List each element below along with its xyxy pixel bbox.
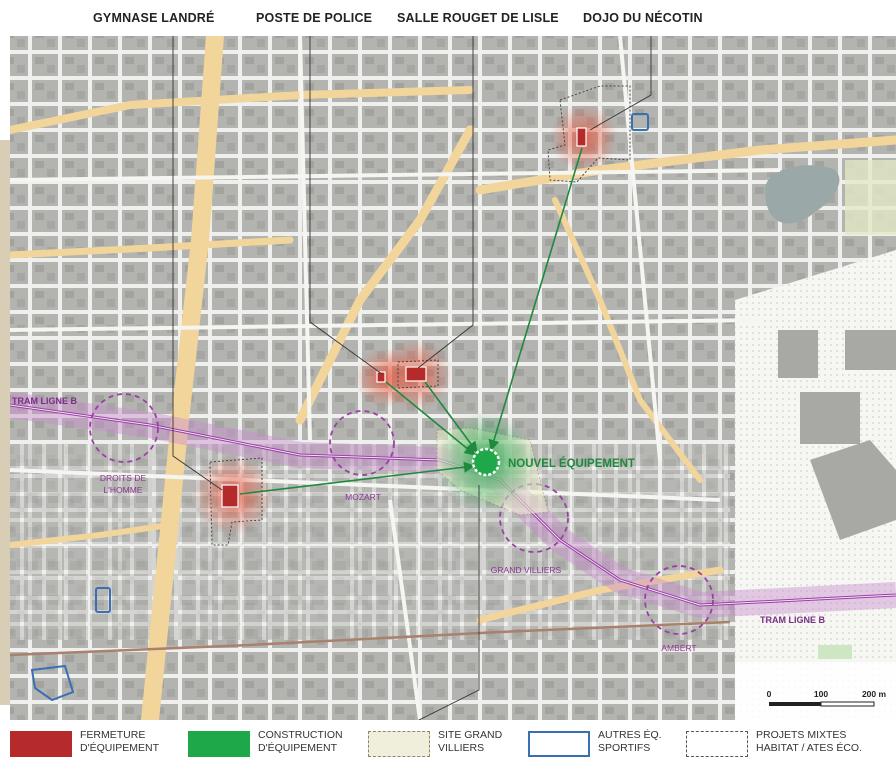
legend-swatch-closure (10, 731, 72, 757)
mixed-projects (209, 85, 631, 546)
station-label-grand-villiers: GRAND VILLIERS (491, 565, 562, 575)
leader-dojo-du-necotin (589, 36, 652, 131)
street-5 (10, 468, 721, 502)
leader-grand-villiers (417, 485, 480, 720)
scale-tick-100: 100 (814, 689, 828, 699)
relocation-arrows (239, 147, 583, 495)
park-area (845, 160, 896, 235)
arrow-poste-de-police (385, 381, 476, 456)
street-2 (10, 318, 761, 332)
legend-item-construction: CONSTRUCTION D'ÉQUIPEMENT (188, 729, 358, 757)
avenue-east (475, 135, 896, 195)
avenue-ring (552, 197, 703, 483)
legend-label-mixed-projects: PROJETS MIXTES HABITAT / ATES ÉCO. (756, 729, 862, 754)
scale-tick-0: 0 (767, 689, 772, 699)
closure-salle-rouget-de-lisle (405, 366, 427, 382)
campus-building-2 (800, 392, 860, 444)
sports-facility-southwest (30, 664, 75, 702)
sports-facility-west (95, 587, 111, 613)
avenue-west (10, 236, 294, 259)
arrow-gymnase-landre (239, 461, 476, 495)
legend-label-other-sports: AUTRES ÉQ. SPORTIFS (598, 729, 662, 754)
map-labels: NOUVEL ÉQUIPEMENT TRAM LIGNE B TRAM LIGN… (12, 396, 825, 653)
street-4 (618, 36, 662, 461)
arrow-salle-rouget-de-lisle (424, 381, 478, 453)
legend-item-mixed-projects: PROJETS MIXTES HABITAT / ATES ÉCO. (686, 729, 892, 757)
scale-segment-light (820, 701, 875, 707)
railway (10, 620, 731, 657)
station-mozart-ring (329, 410, 395, 476)
station-label-droits-de-l-homme-2: L'HOMME (104, 485, 143, 495)
street-1 (10, 168, 781, 182)
callout-header: GYMNASE LANDRÉ POSTE DE POLICE SALLE ROU… (0, 0, 896, 36)
station-grand-villiers-ring (499, 483, 569, 553)
sports-facility-north (631, 113, 649, 131)
station-droits-de-l-homme-ring (89, 393, 159, 463)
legend-swatch-other-sports (528, 731, 590, 757)
closure-dojo-du-necotin (576, 127, 587, 147)
closure-poste-de-police (376, 371, 386, 383)
legend: FERMETURE D'ÉQUIPEMENT CONSTRUCTION D'ÉQ… (0, 722, 896, 757)
central-label: NOUVEL ÉQUIPEMENT (508, 457, 635, 470)
street-3 (298, 36, 312, 441)
campus-building-4 (845, 330, 896, 370)
mixed-project-landre (209, 457, 263, 546)
side-strip (0, 140, 10, 705)
new-facility-marker (471, 447, 501, 477)
closure-markers (221, 127, 587, 508)
scale-tick-200: 200 m (862, 689, 887, 699)
legend-item-closure: FERMETURE D'ÉQUIPEMENT (10, 729, 180, 757)
station-label-droits-de-l-homme-1: DROITS DE (100, 473, 147, 483)
campus-building-3 (810, 440, 896, 540)
callout-salle-rouget-de-lisle: SALLE ROUGET DE LISLE (397, 11, 559, 25)
callout-gymnase-landre: GYMNASE LANDRÉ (93, 11, 215, 25)
arrow-dojo-du-necotin (488, 147, 583, 452)
scale-bar: 0 100 200 m (735, 662, 896, 720)
mixed-project-dojo (547, 85, 631, 183)
street-6 (388, 499, 422, 720)
campus-building-1 (778, 330, 818, 378)
pond (765, 165, 840, 224)
streets (10, 36, 781, 720)
callout-dojo-du-necotin: DOJO DU NÉCOTIN (583, 11, 703, 25)
legend-swatch-construction (188, 731, 250, 757)
other-sports-facilities (30, 113, 649, 702)
closure-gymnase-landre (221, 484, 239, 508)
callout-poste-de-police: POSTE DE POLICE (256, 11, 373, 25)
map-canvas: NOUVEL ÉQUIPEMENT TRAM LIGNE B TRAM LIGN… (10, 36, 896, 720)
green-patch (818, 645, 852, 659)
avenue-south (476, 566, 724, 624)
callout-leaders (172, 36, 652, 720)
legend-item-grand-villiers-site: SITE GRAND VILLIERS (368, 729, 528, 757)
avenue-northwest (10, 86, 474, 134)
tram-label-west: TRAM LIGNE B (12, 396, 77, 406)
station-label-mozart: MOZART (345, 492, 381, 502)
scale-bar-box (735, 662, 896, 720)
avenue-north-south (141, 36, 224, 720)
avenue-lower-west (10, 522, 173, 548)
station-ambert-ring (644, 565, 714, 635)
leader-poste-de-police (309, 36, 383, 375)
legend-item-other-sports: AUTRES ÉQ. SPORTIFS (528, 729, 678, 757)
tram-stations (89, 393, 714, 635)
leader-gymnase-landre (172, 36, 223, 491)
legend-swatch-mixed-projects (686, 731, 748, 757)
legend-label-closure: FERMETURE D'ÉQUIPEMENT (80, 729, 160, 754)
scale-segment-dark (769, 702, 821, 706)
legend-swatch-grand-villiers-site (368, 731, 430, 757)
tram-label-east: TRAM LIGNE B (760, 615, 825, 625)
leader-salle-rouget-de-lisle (417, 36, 474, 369)
legend-label-grand-villiers-site: SITE GRAND VILLIERS (438, 729, 503, 754)
station-label-ambert: AMBERT (661, 643, 696, 653)
legend-label-construction: CONSTRUCTION D'ÉQUIPEMENT (258, 729, 343, 754)
